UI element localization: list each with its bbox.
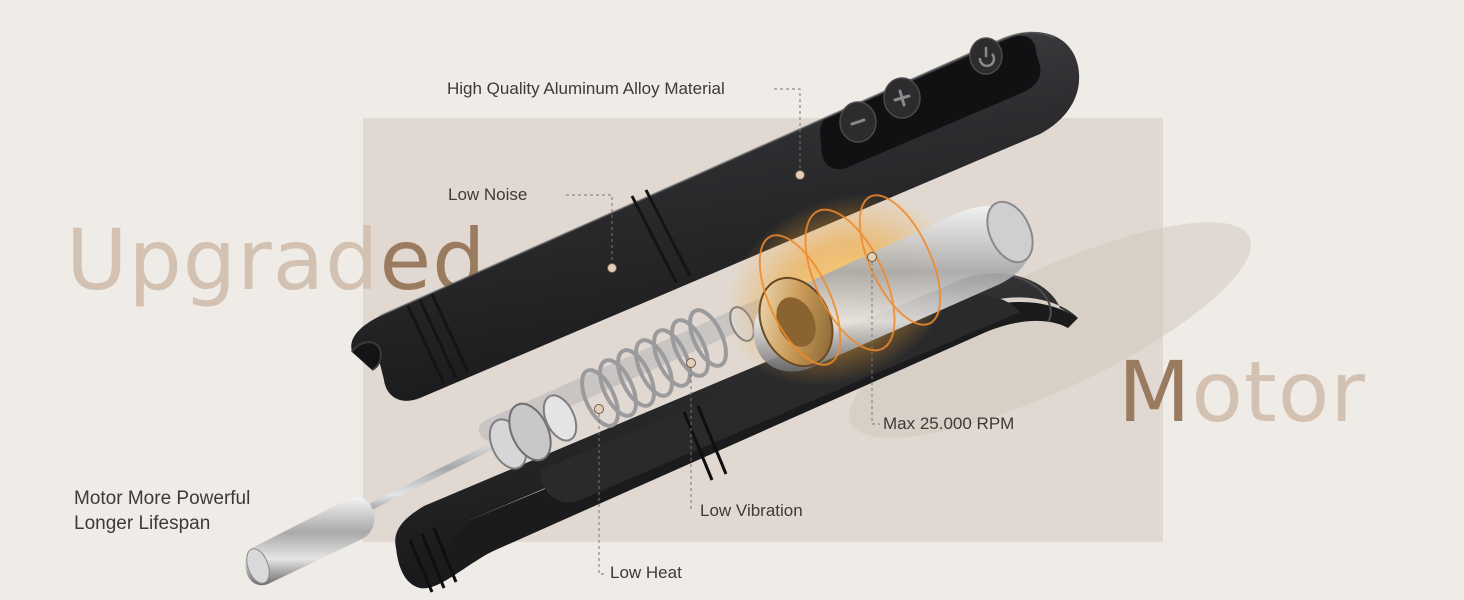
minus-button[interactable]	[839, 101, 877, 143]
headline-motor: Motor	[1118, 343, 1366, 441]
callout-material: High Quality Aluminum Alloy Material	[447, 79, 725, 98]
callout-low-heat: Low Heat	[610, 563, 682, 582]
pointer-dot-low-heat	[594, 404, 604, 414]
pointer-dot-low-vibration	[686, 358, 696, 368]
leader-lines	[566, 88, 880, 575]
motor	[724, 193, 1034, 387]
callout-motor-powerful: Motor More Powerful Longer Lifespan	[74, 486, 314, 536]
callout-low-noise: Low Noise	[448, 185, 528, 204]
drill-bit	[245, 428, 524, 586]
pointer-dot-max-rpm	[867, 252, 877, 262]
upper-shell	[351, 31, 1080, 401]
headline-upgraded: Upgraded	[66, 211, 487, 309]
motor-rings	[758, 194, 942, 366]
callout-motor-powerful-line1: Motor More Powerful	[74, 488, 251, 509]
pointer-dot-low-noise	[607, 263, 617, 273]
plus-icon	[893, 89, 911, 107]
callout-max-rpm: Max 25.000 RPM	[883, 414, 1015, 433]
power-button[interactable]	[969, 37, 1003, 75]
callout-motor-powerful-line2: Longer Lifespan	[74, 513, 211, 534]
device-shadow	[849, 222, 1251, 438]
pointer-dot-material	[795, 170, 805, 180]
spring	[580, 308, 728, 428]
minus-icon	[850, 118, 866, 126]
callout-low-vibration: Low Vibration	[700, 501, 803, 520]
plus-button[interactable]	[883, 77, 921, 119]
power-icon	[978, 46, 996, 68]
